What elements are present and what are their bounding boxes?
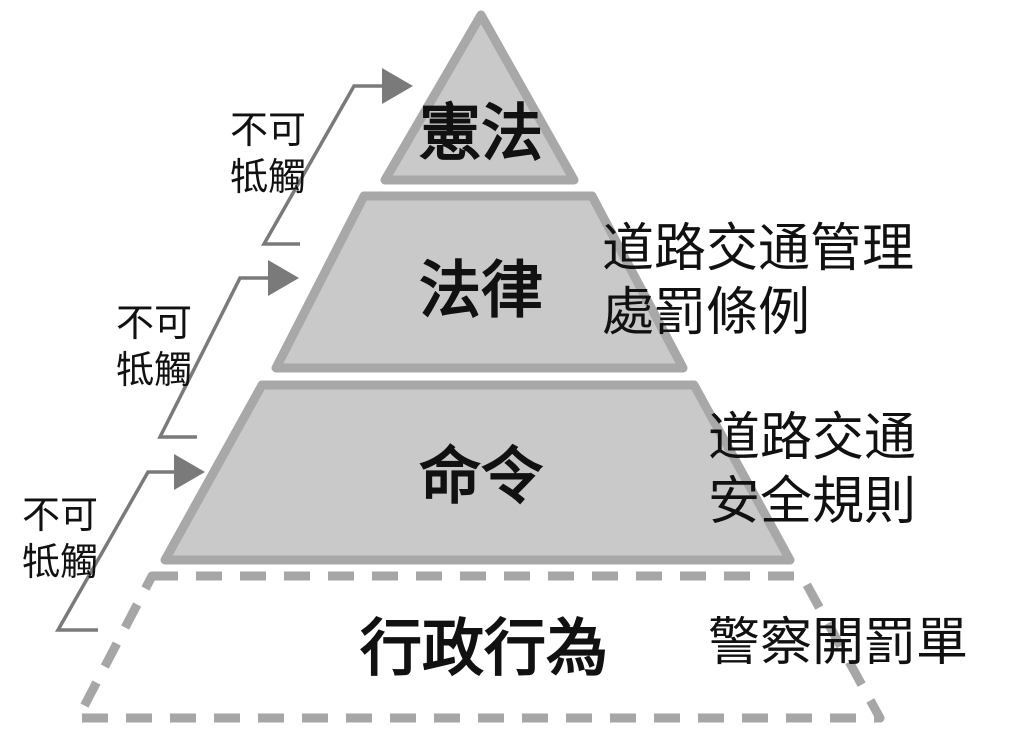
middle-arrow-line: [157, 276, 270, 439]
law-label: 法律: [419, 254, 543, 327]
top-note-line2: 牴觸: [230, 155, 306, 199]
middle-note-line2: 牴觸: [116, 348, 192, 392]
constitution-label: 憲法: [419, 97, 543, 170]
act-example: 警察開罰單: [708, 613, 968, 673]
constitution-tier: [380, 10, 579, 185]
bottom-arrow-line: [54, 470, 176, 632]
order-tier: [160, 380, 795, 565]
bottom-note-line1: 不可: [22, 493, 98, 537]
law-example-line1: 道路交通管理: [602, 219, 914, 279]
bottom-arrow-head: [174, 454, 205, 490]
order-example-line2: 安全規則: [708, 472, 916, 532]
top-arrow-line: [260, 84, 384, 246]
top-note-line1: 不可: [230, 108, 306, 152]
administrative-act-outline: [73, 571, 885, 723]
law-tier: [271, 191, 688, 373]
law-example-line2: 處罰條例: [602, 283, 810, 343]
order-example-line1: 道路交通: [708, 408, 916, 468]
middle-note-line1: 不可: [116, 301, 192, 345]
bottom-note-line2: 牴觸: [22, 540, 98, 584]
middle-arrow-head: [268, 260, 299, 296]
order-label: 命令: [419, 440, 544, 513]
top-arrow-head: [382, 68, 413, 104]
administrative-act-label: 行政行為: [360, 612, 608, 685]
